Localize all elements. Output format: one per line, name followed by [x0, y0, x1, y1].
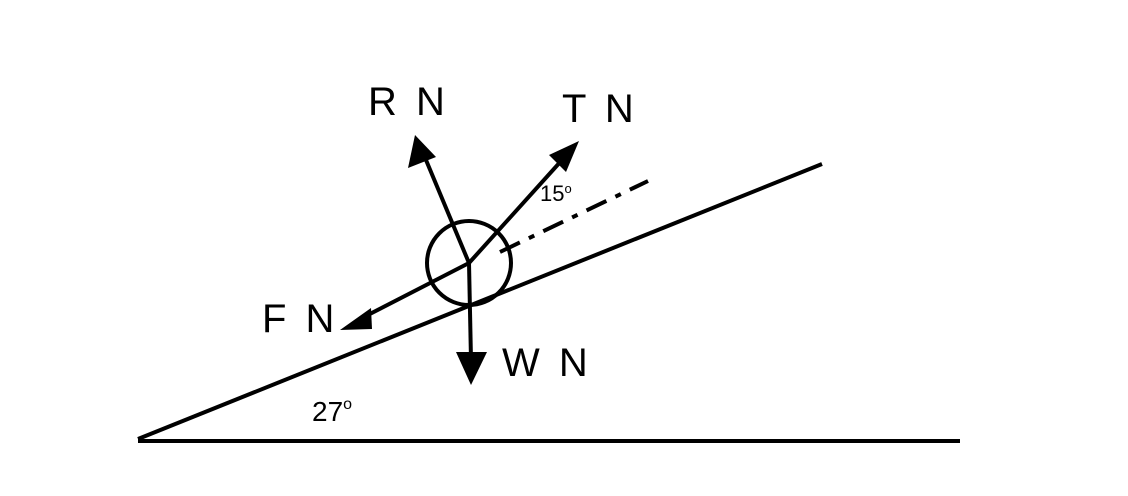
normal-reaction-label: R N	[368, 80, 449, 124]
tension-angle-degree: o	[564, 181, 571, 196]
friction-arrow	[361, 261, 470, 320]
tension-arrow	[467, 158, 564, 265]
tension-label: T N	[562, 87, 638, 131]
tension-angle-label: 15o	[540, 181, 572, 206]
tension-arrowhead	[549, 141, 579, 172]
incline-angle-degree: o	[343, 396, 352, 413]
normal-reaction-arrow	[424, 159, 471, 264]
friction-arrowhead	[340, 308, 372, 330]
weight-label: W N	[502, 341, 592, 385]
normal-reaction-arrowhead	[408, 135, 436, 168]
weight-arrow	[467, 262, 473, 361]
weight-arrowhead	[456, 352, 487, 385]
incline-angle-label: 27o	[312, 396, 352, 427]
friction-label: F N	[262, 297, 338, 341]
incline-angle-value: 27	[312, 396, 343, 427]
tension-angle-value: 15	[540, 181, 564, 206]
incline-surface	[137, 162, 823, 441]
slope-reference-line	[499, 179, 649, 254]
